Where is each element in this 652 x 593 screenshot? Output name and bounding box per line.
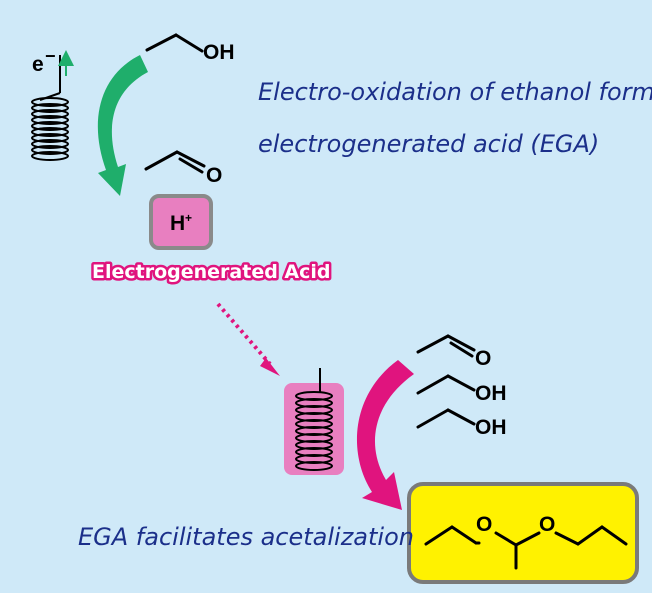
oxidation-caption-line2: electrogenerated acid (EGA) [258,130,600,158]
proton-box: H + [149,194,213,250]
acetaldehyde-bottom [416,334,476,358]
acetalization-caption: EGA facilitates acetalization [78,523,414,551]
ethanol-bottom-2-oh-label: OH [475,416,507,439]
coil-electrode-icon [31,97,69,161]
proton-charge: + [185,211,192,225]
ega-label: Electrogenerated Acid [92,261,331,283]
acetal-oxygen-right: O [539,513,555,536]
acetaldehyde-top [144,150,206,174]
dotted-transfer-arrow [216,302,280,376]
ethanol-oh-label: OH [203,41,235,64]
product-box: O O [407,482,639,584]
ethanol-top [145,33,204,53]
top-electrode: e − [31,46,74,161]
oxidation-caption-line1: Electro-oxidation of ethanol forms [258,78,652,106]
green-oxidation-arrow [97,55,148,196]
acetaldehyde-o-label: O [206,164,222,187]
bottom-electrode [284,368,344,475]
electron-charge: − [45,46,56,66]
acetaldehyde-bottom-o-label: O [475,347,491,370]
ethanol-bottom-1-oh-label: OH [475,382,507,405]
ethanol-bottom-1 [416,374,476,395]
electron-label: e [32,53,44,76]
coil-electrode-icon [295,391,333,471]
ethanol-bottom-2 [416,408,476,429]
acetal-oxygen-left: O [476,513,492,536]
proton-label: H [170,212,185,235]
magenta-acetalization-arrow [356,360,414,510]
